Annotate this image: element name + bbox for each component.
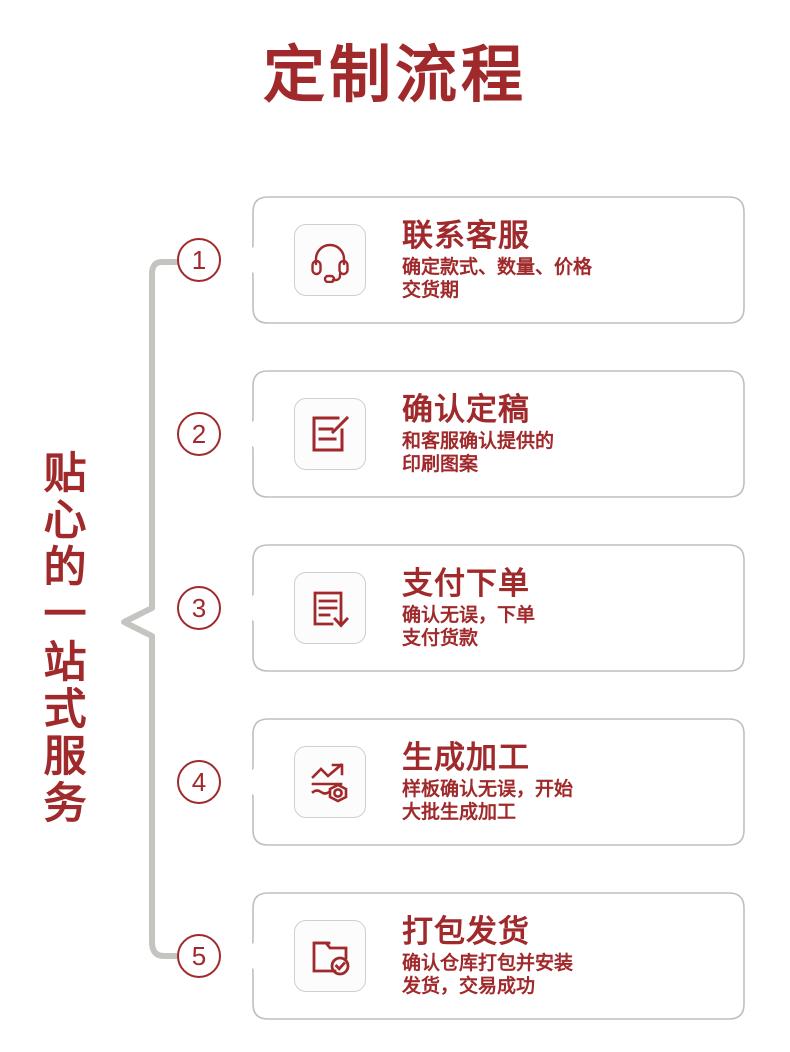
- step-text: 联系客服 确定款式、数量、价格 交货期: [402, 218, 592, 303]
- step-description: 确定款式、数量、价格 交货期: [402, 256, 592, 302]
- step-description: 和客服确认提供的 印刷图案: [402, 430, 554, 476]
- step-number-badge: 1: [177, 238, 221, 282]
- step-desc-line: 确认仓库打包并安装: [402, 952, 574, 974]
- step-number-badge: 3: [177, 586, 221, 630]
- folder-check-icon: [294, 920, 366, 992]
- slogan-char: 一: [43, 591, 87, 640]
- document-download-icon: [294, 572, 366, 644]
- document-edit-icon: [294, 398, 366, 470]
- step-description: 确认仓库打包并安装 发货，交易成功: [402, 952, 573, 998]
- step-desc-line: 交货期: [402, 280, 460, 302]
- step-desc-line: 大批生成加工: [402, 802, 517, 824]
- step-number-badge: 4: [177, 760, 221, 804]
- step-title: 联系客服: [402, 217, 530, 253]
- slogan-char: 务: [43, 779, 87, 828]
- slogan-char: 式: [43, 685, 87, 734]
- step-desc-line: 和客服确认提供的: [402, 430, 555, 452]
- step-row[interactable]: 4 生成加工: [0, 718, 790, 846]
- step-card[interactable]: 打包发货 确认仓库打包并安装 发货，交易成功: [252, 892, 745, 1020]
- step-card[interactable]: 支付下单 确认无误，下单 支付货款: [252, 544, 745, 672]
- step-row[interactable]: 3 支付下单: [0, 544, 790, 672]
- step-desc-line: 发货，交易成功: [402, 976, 536, 998]
- card-outline: [252, 370, 745, 498]
- trend-gear-icon: [294, 746, 366, 818]
- slogan-char: 服: [43, 732, 87, 781]
- slogan-char: 贴: [43, 450, 87, 498]
- step-row[interactable]: 2 确认定稿 和客服确认提供的 印刷图: [0, 370, 790, 498]
- step-card[interactable]: 确认定稿 和客服确认提供的 印刷图案: [252, 370, 745, 498]
- step-desc-line: 样板确认无误，开始: [402, 778, 574, 800]
- step-title: 生成加工: [402, 739, 530, 775]
- flow-spine-connector: [121, 259, 181, 959]
- step-text: 生成加工 样板确认无误，开始 大批生成加工: [402, 740, 573, 825]
- step-desc-line: 确认无误，下单: [402, 604, 536, 626]
- step-row[interactable]: 5 打包发货 确认仓库打包并安装 发货: [0, 892, 790, 1020]
- step-title: 确认定稿: [402, 391, 530, 427]
- step-text: 支付下单 确认无误，下单 支付货款: [402, 566, 535, 651]
- card-outline: [252, 718, 745, 846]
- card-outline: [252, 544, 745, 672]
- step-description: 确认无误，下单 支付货款: [402, 604, 535, 650]
- step-desc-line: 确定款式、数量、价格: [402, 256, 593, 278]
- card-outline: [252, 196, 745, 324]
- step-description: 样板确认无误，开始 大批生成加工: [402, 778, 573, 824]
- step-card[interactable]: 生成加工 样板确认无误，开始 大批生成加工: [252, 718, 745, 846]
- slogan-char: 站: [43, 638, 87, 687]
- step-row[interactable]: 1 联系客服 确定款式、数量、价格: [0, 196, 790, 324]
- steps-list: 1 联系客服 确定款式、数量、价格: [0, 196, 790, 1020]
- step-desc-line: 支付货款: [402, 628, 479, 650]
- vertical-slogan: 贴 心 的 一 站 式 服 务: [34, 450, 96, 828]
- step-text: 确认定稿 和客服确认提供的 印刷图案: [402, 392, 554, 477]
- step-title: 支付下单: [402, 565, 530, 601]
- slogan-char: 的: [43, 544, 87, 593]
- step-desc-line: 印刷图案: [402, 454, 479, 476]
- step-number-badge: 2: [177, 412, 221, 456]
- card-outline: [252, 892, 745, 1020]
- step-title: 打包发货: [402, 913, 530, 949]
- step-text: 打包发货 确认仓库打包并安装 发货，交易成功: [402, 914, 573, 999]
- page-title: 定制流程: [262, 41, 527, 110]
- slogan-char: 心: [43, 497, 87, 546]
- step-card[interactable]: 联系客服 确定款式、数量、价格 交货期: [252, 196, 745, 324]
- step-number-badge: 5: [177, 934, 221, 978]
- headset-icon: [294, 224, 366, 296]
